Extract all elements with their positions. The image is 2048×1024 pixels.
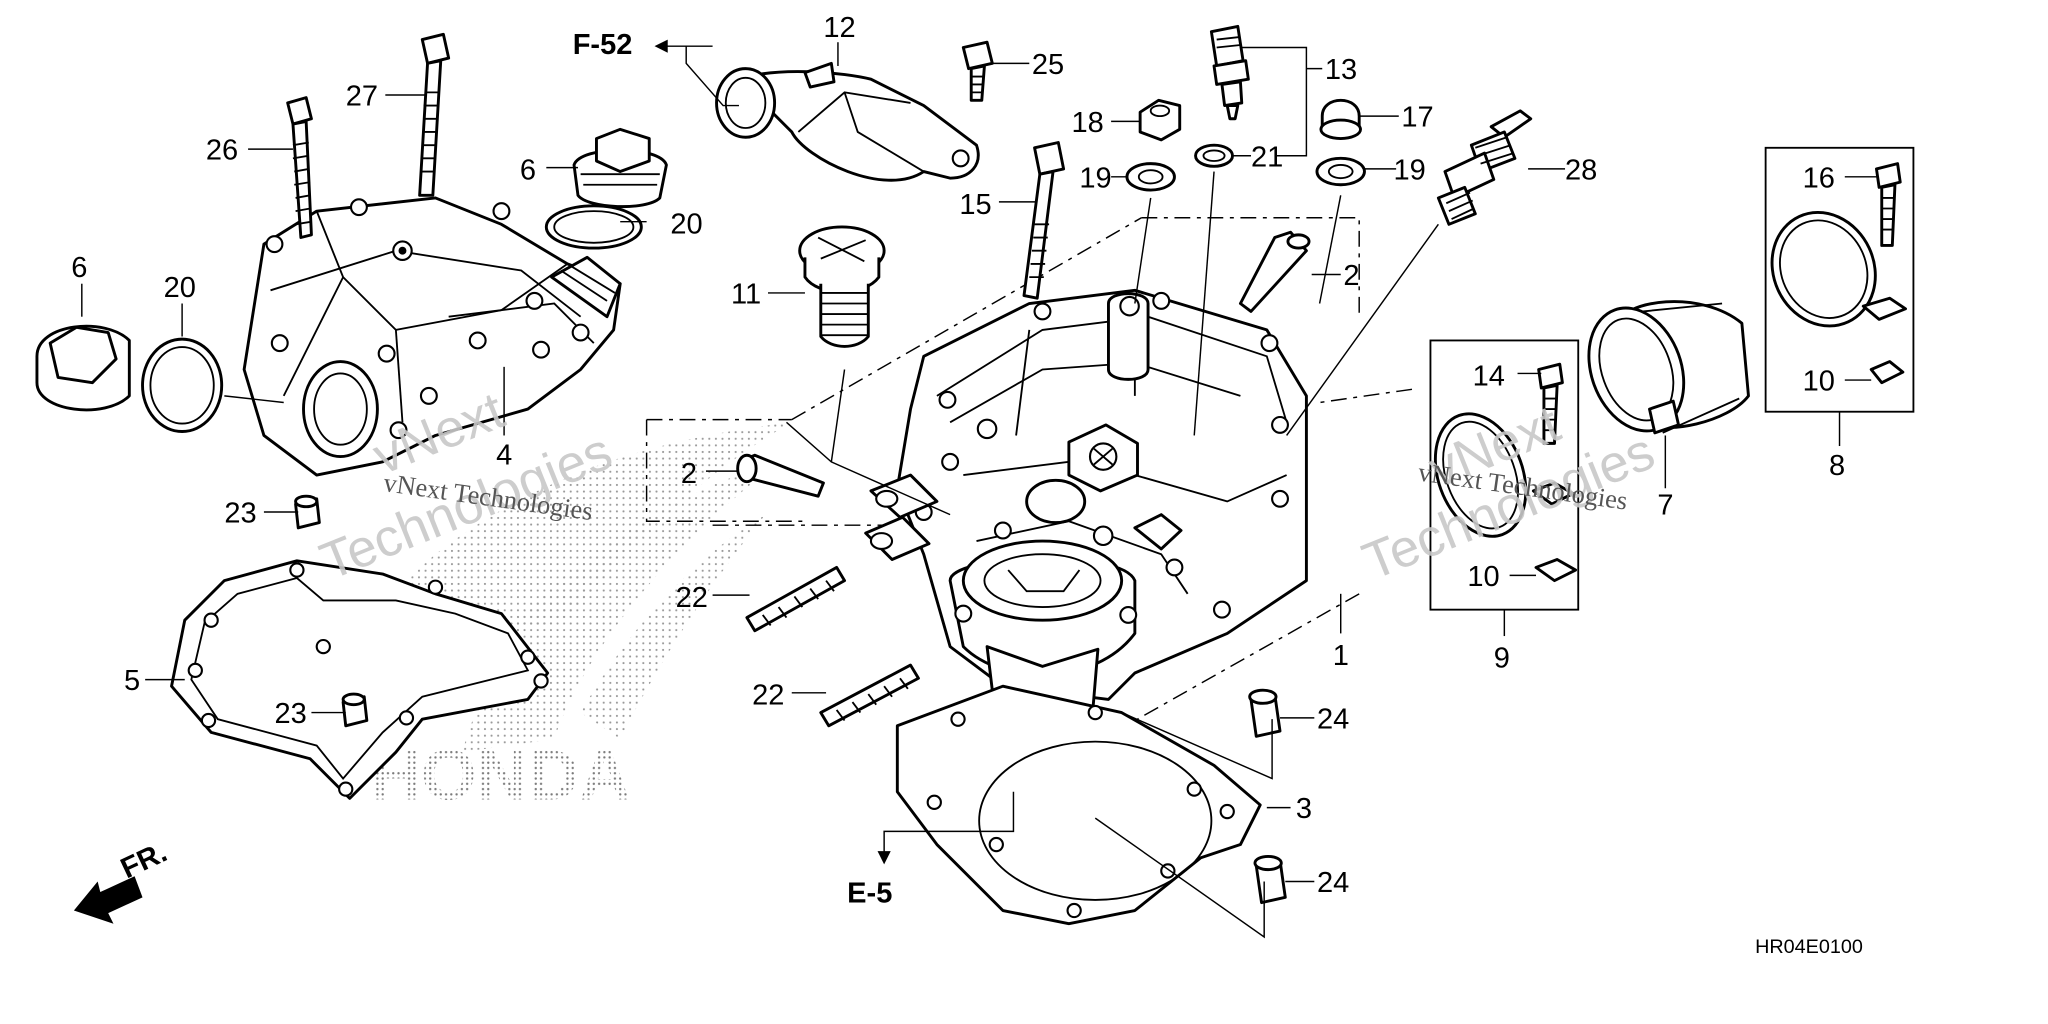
washer-19-right [1315,156,1366,187]
cap-nut-17 [1319,99,1362,141]
callout: 5 [124,665,140,697]
callout: 21 [1251,141,1283,173]
callout-numbers: 1 2 2 3 4 5 6 6 7 8 9 10 10 11 12 13 14 … [71,12,1845,899]
dowel-24-lower [1253,854,1287,905]
stud-22-lower [819,663,920,728]
callout: 9 [1494,643,1510,675]
bolt-27 [418,32,451,197]
svg-text:FR.: FR. [116,836,172,885]
callout: 6 [71,252,87,284]
callout: 12 [823,12,855,44]
callout: 14 [1473,360,1505,392]
callout: 2 [1343,260,1359,292]
oil-cap-left [35,324,131,412]
head-cover-gasket [170,559,550,800]
callout: 19 [1393,154,1425,186]
callout: 4 [496,439,512,471]
o-ring-left [141,337,224,433]
cylinder-head-cover [242,196,622,477]
diagram-code: HR04E0100 [1755,936,1863,958]
thermostat [798,225,886,348]
dowel-23-bottom [341,692,369,728]
dowel-23-top [294,494,321,530]
callout: 22 [752,680,784,712]
spark-plug [1436,109,1533,226]
callout: 22 [676,582,708,614]
callout: 6 [520,154,536,186]
ref-f52: F-52 [573,29,687,61]
callout: 1 [1333,640,1349,672]
valve-guide-upper [1238,230,1311,313]
callout: 10 [1803,366,1835,398]
assembly-guide-lines [645,217,1413,766]
stud-22-upper [745,565,846,633]
svg-text:F-52: F-52 [573,29,633,61]
callout: 20 [164,272,196,304]
callout: 13 [1325,54,1357,86]
honda-logo-text: HONDA [369,736,630,816]
callout: 8 [1829,450,1845,482]
bolt-25 [961,40,994,102]
washer-21 [1194,143,1234,168]
cylinder-head-gasket [895,684,1262,926]
callout: 11 [731,279,761,311]
callout: 3 [1296,793,1312,825]
leader-lines [81,42,1877,939]
callout: 27 [346,81,378,113]
valve-guide-left [736,453,825,498]
callout: 23 [224,498,256,530]
callout: 24 [1317,703,1349,735]
clamp-assembly-9 [1429,339,1580,611]
temperature-sensor [1209,24,1250,121]
ref-e5: E-5 [847,851,892,910]
water-outlet [715,61,980,182]
callout: 10 [1467,561,1499,593]
honda-wing-watermark: HONDA [362,422,792,816]
callout: 2 [681,458,697,490]
callout: 20 [670,209,702,241]
callout: 7 [1657,490,1673,522]
callout: 25 [1032,49,1064,81]
oil-cap-top [572,127,668,208]
dowel-24-upper [1248,688,1282,738]
clamp-assembly-8 [1764,146,1915,413]
callout: 15 [959,189,991,221]
front-arrow: FR. [73,836,172,924]
washer-19-left [1125,162,1176,192]
callout: 23 [274,698,306,730]
bolt-26 [286,96,313,239]
cylinder-head [864,288,1308,748]
svg-text:E-5: E-5 [847,878,892,910]
callout: 18 [1072,107,1104,139]
bolt-15 [1022,141,1066,300]
callout: 17 [1401,102,1433,134]
callout: 28 [1565,154,1597,186]
callout: 24 [1317,867,1349,899]
callout: 19 [1079,162,1111,194]
intake-insulator [1587,300,1750,435]
nut-18 [1138,98,1182,142]
o-ring-top [544,204,643,250]
callout: 16 [1803,162,1835,194]
callout: 26 [206,135,238,167]
